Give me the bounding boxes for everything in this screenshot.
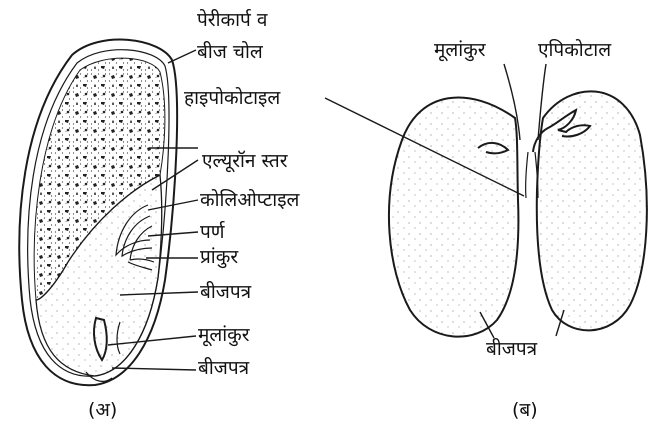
caption-a: (अ) [88, 399, 117, 421]
right-cotyledon [537, 91, 647, 330]
label-leaf: पर्ण [200, 220, 226, 243]
label-radicle-a: मूलांकुर [198, 324, 251, 347]
label-plumule: प्रांकुर [200, 246, 239, 269]
maize-grain-drawing [19, 40, 198, 386]
left-cotyledon [389, 97, 518, 336]
label-seed-coat: बीज चोल [197, 40, 264, 63]
label-coleoptile: कोलिओप्टाइल [200, 188, 301, 211]
label-aleurone-layer: एल्यूरॉन स्तर [202, 150, 289, 173]
label-epicotyl: एपिकोटाल [538, 38, 612, 61]
label-cotyledon-a2: बीजपत्र [198, 356, 250, 379]
label-radicle-b: मूलांकुर [434, 39, 487, 62]
label-hypocotyl: हाइपोकोटाइल [184, 86, 281, 109]
label-cotyledon-a: बीजपत्र [200, 280, 252, 303]
label-pericarp: पेरीकार्प व [197, 8, 268, 31]
label-cotyledon-b: बीजपत्र [486, 337, 538, 360]
caption-b: (ब) [512, 399, 538, 421]
bean-seed-drawing [325, 64, 647, 338]
